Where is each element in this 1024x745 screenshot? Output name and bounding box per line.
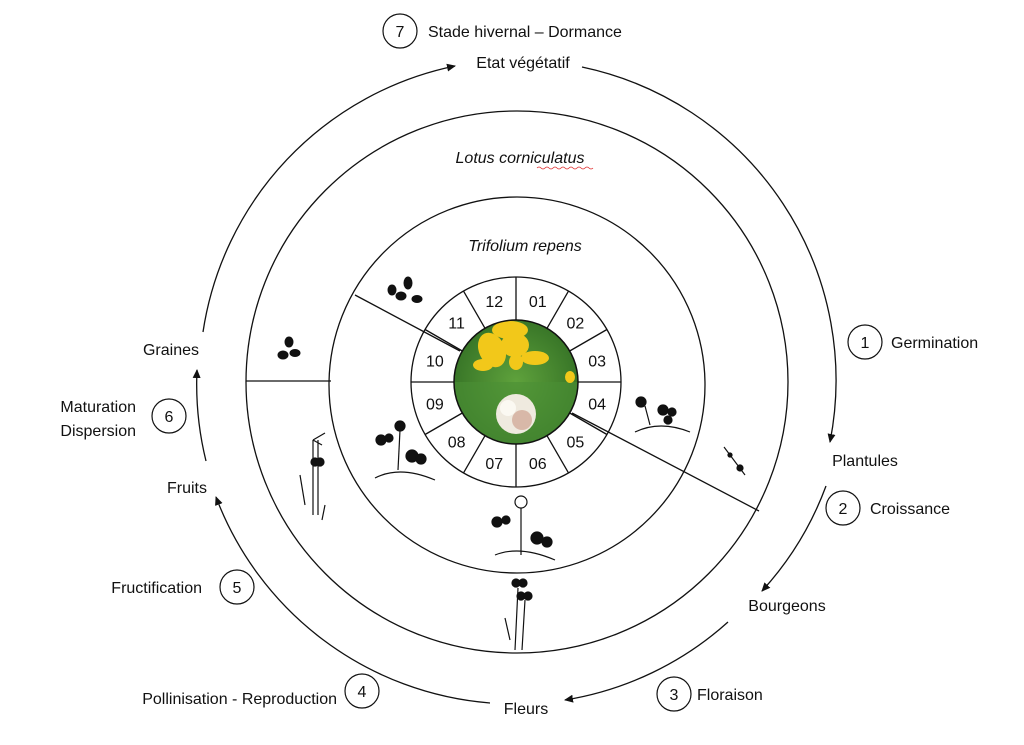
state-buds: Bourgeons: [748, 598, 825, 615]
clover-flower-image: [496, 394, 536, 434]
outer-ring-lotus: [245, 110, 789, 654]
arrow-buds-to-flowers: [564, 621, 729, 703]
stage-5-number: 5: [233, 580, 242, 597]
month-label-05: 05: [566, 434, 584, 451]
stage-5-badge: [219, 569, 255, 605]
month-label-07: 07: [485, 456, 503, 473]
stage-7-label: Stade hivernal – Dormance: [428, 24, 622, 41]
state-seedlings: Plantules: [832, 453, 898, 470]
arrow-flowers-to-fruits: [215, 496, 491, 704]
lotus-flowering-plant-icon: [504, 578, 533, 651]
month-label-02: 02: [566, 316, 584, 333]
month-divider: [546, 290, 570, 329]
arrow-seeds-to-vegetative: [202, 63, 456, 333]
middle-ring-trifolium: [328, 196, 706, 574]
stage-1-label: Germination: [891, 335, 978, 352]
state-seeds: Graines: [143, 342, 199, 359]
stage-5-label: Fructification: [111, 580, 202, 597]
month-label-04: 04: [588, 397, 606, 414]
clover-seeds-icon: [387, 276, 423, 303]
month-label-10: 10: [426, 353, 444, 370]
state-fruits: Fruits: [167, 480, 207, 497]
divider-top-left: [354, 294, 461, 352]
month-label-09: 09: [426, 397, 444, 414]
spellcheck-underline: [536, 166, 594, 170]
stage-4-label: Pollinisation - Reproduction: [142, 691, 337, 708]
month-divider: [569, 328, 608, 352]
lotus-flower-image: [473, 321, 575, 383]
state-vegetative: Etat végétatif: [476, 55, 570, 72]
stage-1-number: 1: [861, 335, 870, 352]
arrow-fruits-to-seeds: [192, 369, 207, 462]
stage-1-badge: [847, 324, 883, 360]
state-flowers: Fleurs: [504, 701, 548, 718]
outer-species-label: Lotus corniculatus: [456, 150, 585, 167]
lotus-seedling-icon: [723, 446, 746, 476]
lotus-fruiting-plant-icon: [299, 432, 326, 521]
month-divider: [424, 328, 463, 352]
month-label-06: 06: [529, 456, 547, 473]
stage-6-label-line2: Dispersion: [60, 423, 136, 440]
stage-6-badge: [151, 398, 187, 434]
month-divider: [462, 290, 486, 329]
month-divider: [462, 435, 486, 474]
clover-bud-plant-icon: [634, 396, 691, 433]
month-divider: [569, 412, 608, 436]
month-divider: [546, 435, 570, 474]
month-label-11: 11: [448, 316, 465, 333]
stage-3-badge: [656, 676, 692, 712]
lotus-seeds-icon: [277, 336, 301, 360]
clover-flowering-plant-icon: [374, 420, 436, 481]
month-label-08: 08: [448, 434, 466, 451]
month-label-12: 12: [485, 294, 503, 311]
stage-2-label: Croissance: [870, 501, 950, 518]
month-label-01: 01: [529, 294, 547, 311]
cycle-arrows: [192, 63, 837, 704]
arrow-seedlings-to-buds: [761, 485, 827, 592]
month-divider: [424, 412, 463, 436]
month-segments: 01 02 03 04 05 06 07 08 09 10 11 12: [411, 277, 621, 487]
inner-species-label: Trifolium repens: [468, 238, 582, 255]
stage-7-number: 7: [396, 24, 405, 41]
stage-2-number: 2: [839, 501, 848, 518]
divider-right: [571, 412, 760, 512]
stage-3-number: 3: [670, 687, 679, 704]
stage-7-badge: [382, 13, 418, 49]
stage-4-badge: [344, 673, 380, 709]
stage-4-number: 4: [358, 684, 367, 701]
month-label-03: 03: [588, 353, 606, 370]
clover-flowering-plant-bottom-icon: [491, 495, 556, 561]
flower-photo: [454, 320, 578, 444]
stage-6-number: 6: [165, 409, 174, 426]
arrow-vegetative-to-seedlings: [581, 66, 837, 443]
stage-2-badge: [825, 490, 861, 526]
stage-3-label: Floraison: [697, 687, 763, 704]
stage-6-label-line1: Maturation: [60, 399, 136, 416]
